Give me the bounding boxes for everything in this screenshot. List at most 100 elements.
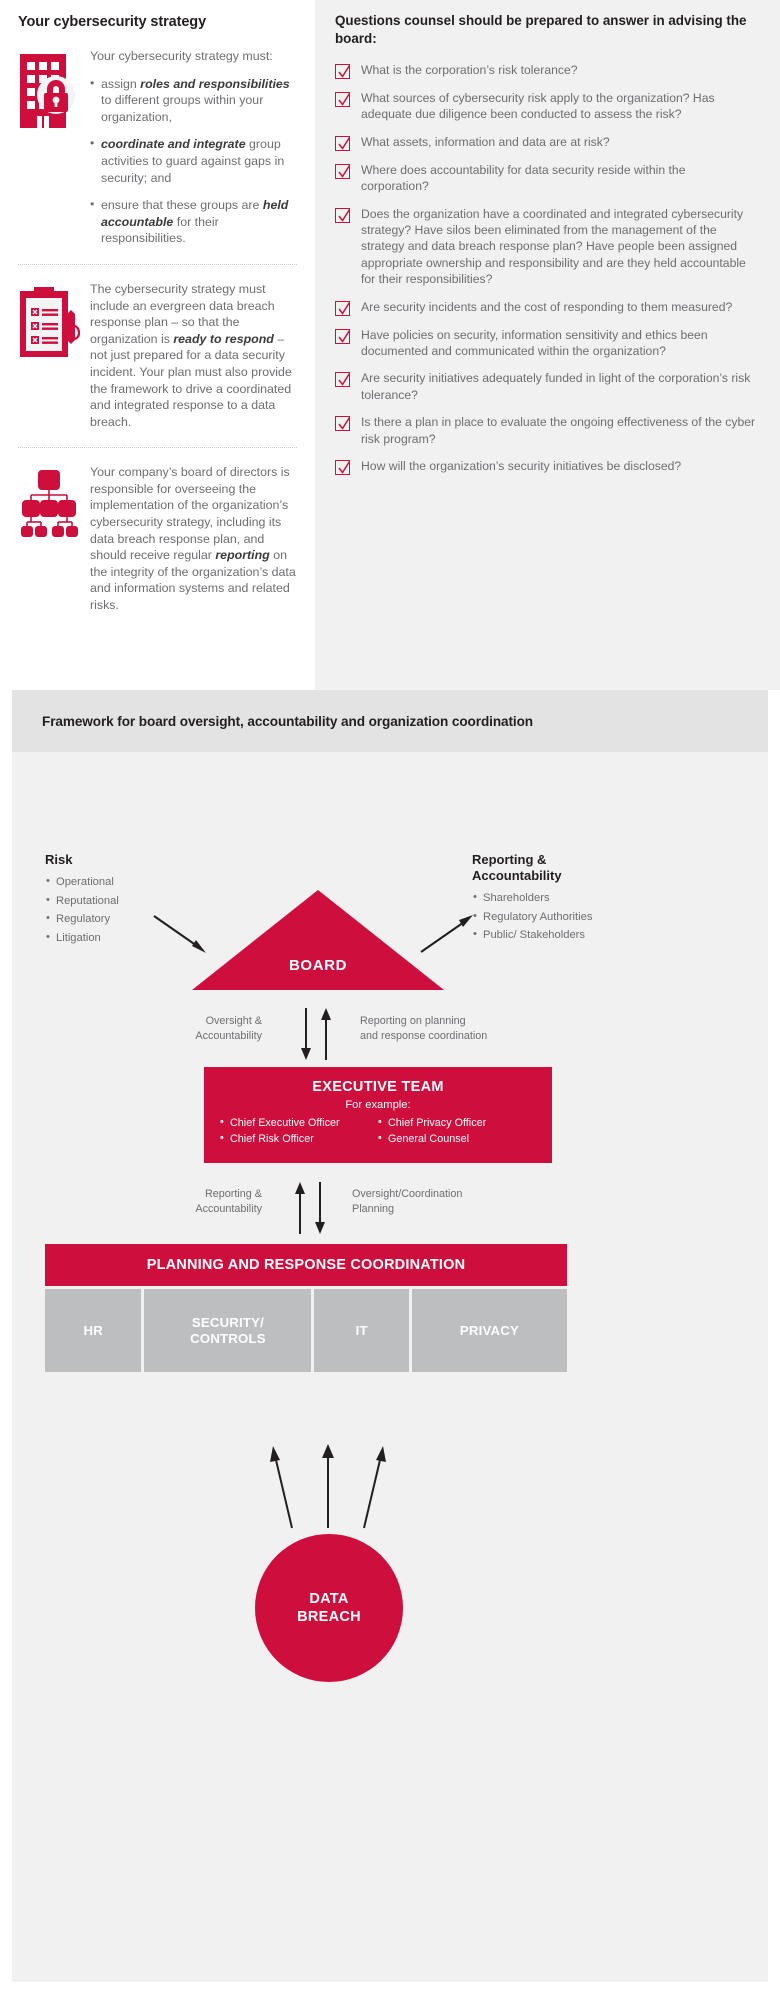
- questions-list: What is the corporation’s risk tolerance…: [335, 62, 756, 476]
- strategy-bullet: coordinate and integrate group activitie…: [90, 135, 297, 186]
- bullet-post: group activities to guard against gaps i…: [101, 137, 285, 185]
- text-pre: Your company’s board of directors is res…: [90, 465, 290, 563]
- departments-row: HR SECURITY/CONTROLS IT PRIVACY: [45, 1289, 567, 1372]
- board-triangle: BOARD: [192, 890, 444, 990]
- question-text: Where does accountability for data secur…: [361, 162, 686, 194]
- checkbox-checked-icon[interactable]: [335, 207, 351, 223]
- text-post: – not just prepared for a data security …: [90, 331, 292, 429]
- triangle-shape: [192, 890, 444, 990]
- flow-bottom-right-label: Oversight/Coordination Planning: [352, 1187, 562, 1216]
- executive-subtitle: For example:: [345, 1099, 411, 1111]
- org-chart-icon: [18, 464, 90, 543]
- executive-col2: Chief Privacy OfficerGeneral Counsel: [378, 1115, 536, 1148]
- board-label: BOARD: [289, 957, 347, 974]
- bullet-post: for their responsibilities.: [101, 214, 219, 246]
- bullet-strong: held accountable: [101, 198, 289, 229]
- checkbox-checked-icon[interactable]: [335, 328, 351, 344]
- flow-top-left-label: Oversight & Accountability: [122, 1014, 262, 1043]
- checkbox-checked-icon[interactable]: [335, 300, 351, 316]
- strategy-block-2: The cybersecurity strategy must include …: [18, 281, 297, 430]
- question-item[interactable]: How will the organization’s security ini…: [335, 458, 756, 476]
- bullet-pre: assign: [101, 76, 141, 91]
- question-text: Are security initiatives adequately fund…: [361, 371, 751, 402]
- strategy-block-3: Your company’s board of directors is res…: [18, 464, 297, 613]
- flow-top-right-line1: Reporting on planning: [360, 1015, 466, 1027]
- department-line1: HR: [83, 1322, 103, 1338]
- questions-panel: Questions counsel should be prepared to …: [315, 0, 780, 690]
- flow-bottom-left-label: Reporting & Accountability: [122, 1187, 262, 1216]
- department-box: PRIVACY: [411, 1289, 567, 1372]
- question-item[interactable]: What is the corporation’s risk tolerance…: [335, 62, 756, 79]
- framework-header: Framework for board oversight, accountab…: [12, 690, 768, 752]
- flow-top-arrows-icon: [301, 1008, 331, 1060]
- executive-list-item: Chief Risk Officer: [220, 1131, 378, 1148]
- checkbox-checked-icon[interactable]: [335, 92, 351, 107]
- department-line1: IT: [355, 1322, 368, 1338]
- strategy-block-3-text: Your company’s board of directors is res…: [90, 464, 297, 613]
- risk-list-item: Regulatory: [45, 911, 195, 926]
- reporting-column: Reporting & Accountability ShareholdersR…: [472, 852, 642, 947]
- checkbox-checked-icon[interactable]: [335, 64, 351, 79]
- question-item[interactable]: Where does accountability for data secur…: [335, 162, 756, 195]
- department-line2: CONTROLS: [190, 1330, 266, 1346]
- reporting-list-item: Regulatory Authorities: [472, 909, 642, 924]
- framework-heading: Framework for board oversight, accountab…: [42, 713, 533, 729]
- strategy-bullets: assign roles and responsibilities to dif…: [90, 75, 297, 247]
- executive-columns: Chief Executive OfficerChief Risk Office…: [204, 1115, 552, 1148]
- planning-response-bar: PLANNING AND RESPONSE COORDINATION: [45, 1244, 567, 1286]
- top-section: Your cybersecurity strategy: [0, 0, 780, 690]
- strategy-lead: Your cybersecurity strategy must:: [90, 49, 273, 63]
- flow-bottom-right-line1: Oversight/Coordination: [352, 1188, 463, 1200]
- reporting-heading: Reporting & Accountability: [472, 852, 642, 884]
- questions-title: Questions counsel should be prepared to …: [335, 13, 747, 46]
- question-item[interactable]: Are security incidents and the cost of r…: [335, 299, 756, 316]
- department-box: SECURITY/CONTROLS: [144, 1289, 312, 1372]
- flow-bottom-left-line2: Accountability: [195, 1202, 262, 1215]
- bullet-pre: ensure that these groups are: [101, 198, 263, 213]
- flow-bottom-right-line2: Planning: [352, 1202, 395, 1215]
- question-item[interactable]: Does the organization have a coordinated…: [335, 206, 756, 288]
- question-text: What assets, information and data are at…: [361, 134, 610, 149]
- risk-list: OperationalReputationalRegulatoryLitigat…: [45, 874, 195, 945]
- question-item[interactable]: Is there a plan in place to evaluate the…: [335, 414, 756, 447]
- reporting-heading-line2: Accountability: [472, 868, 562, 883]
- question-item[interactable]: Are security initiatives adequately fund…: [335, 370, 756, 403]
- checkbox-checked-icon[interactable]: [335, 135, 351, 151]
- divider: [18, 447, 297, 449]
- department-box: IT: [314, 1289, 409, 1372]
- data-breach-line2: BREACH: [297, 1609, 361, 1625]
- checkbox-checked-icon[interactable]: [335, 163, 351, 179]
- executive-list-item: General Counsel: [378, 1131, 536, 1148]
- flow-top-left-line2: Accountability: [195, 1029, 262, 1042]
- data-breach-circle: DATA BREACH: [255, 1534, 403, 1682]
- risk-column: Risk OperationalReputationalRegulatoryLi…: [45, 852, 195, 949]
- data-breach-line1: DATA: [309, 1591, 349, 1607]
- question-text: Does the organization have a coordinated…: [361, 206, 746, 287]
- text-post: on the integrity of the organization’s d…: [90, 548, 296, 613]
- department-line1: SECURITY/: [191, 1315, 265, 1330]
- question-text: Are security incidents and the cost of r…: [361, 299, 733, 314]
- risk-list-item: Reputational: [45, 893, 195, 908]
- page-title: Your cybersecurity strategy: [18, 14, 207, 30]
- reporting-list-item: Public/ Stakeholders: [472, 927, 642, 942]
- executive-col1: Chief Executive OfficerChief Risk Office…: [220, 1115, 378, 1148]
- executive-list-item: Chief Privacy Officer: [378, 1115, 536, 1132]
- building-lock-icon: [18, 48, 90, 135]
- strategy-block-1: Your cybersecurity strategy must: assign…: [18, 48, 297, 247]
- text-strong: reporting: [215, 548, 270, 563]
- framework-body: Risk OperationalReputationalRegulatoryLi…: [12, 752, 768, 1982]
- flow-top-right-line2: and response coordination: [360, 1029, 488, 1042]
- question-item[interactable]: Have policies on security, information s…: [335, 327, 756, 360]
- checkbox-checked-icon[interactable]: [335, 460, 351, 476]
- question-item[interactable]: What sources of cybersecurity risk apply…: [335, 90, 756, 123]
- strategy-bullet: ensure that these groups are held accoun…: [90, 196, 297, 247]
- planning-response-label: PLANNING AND RESPONSE COORDINATION: [146, 1257, 466, 1273]
- checkbox-checked-icon[interactable]: [335, 416, 351, 432]
- bullet-strong: coordinate and integrate: [101, 137, 246, 152]
- bullet-strong: roles and responsibilities: [140, 76, 290, 91]
- checkbox-checked-icon[interactable]: [335, 372, 351, 388]
- reporting-heading-line1: Reporting &: [472, 852, 547, 867]
- question-item[interactable]: What assets, information and data are at…: [335, 134, 756, 151]
- question-text: What is the corporation’s risk tolerance…: [361, 63, 578, 77]
- text-strong: ready to respond: [173, 331, 274, 346]
